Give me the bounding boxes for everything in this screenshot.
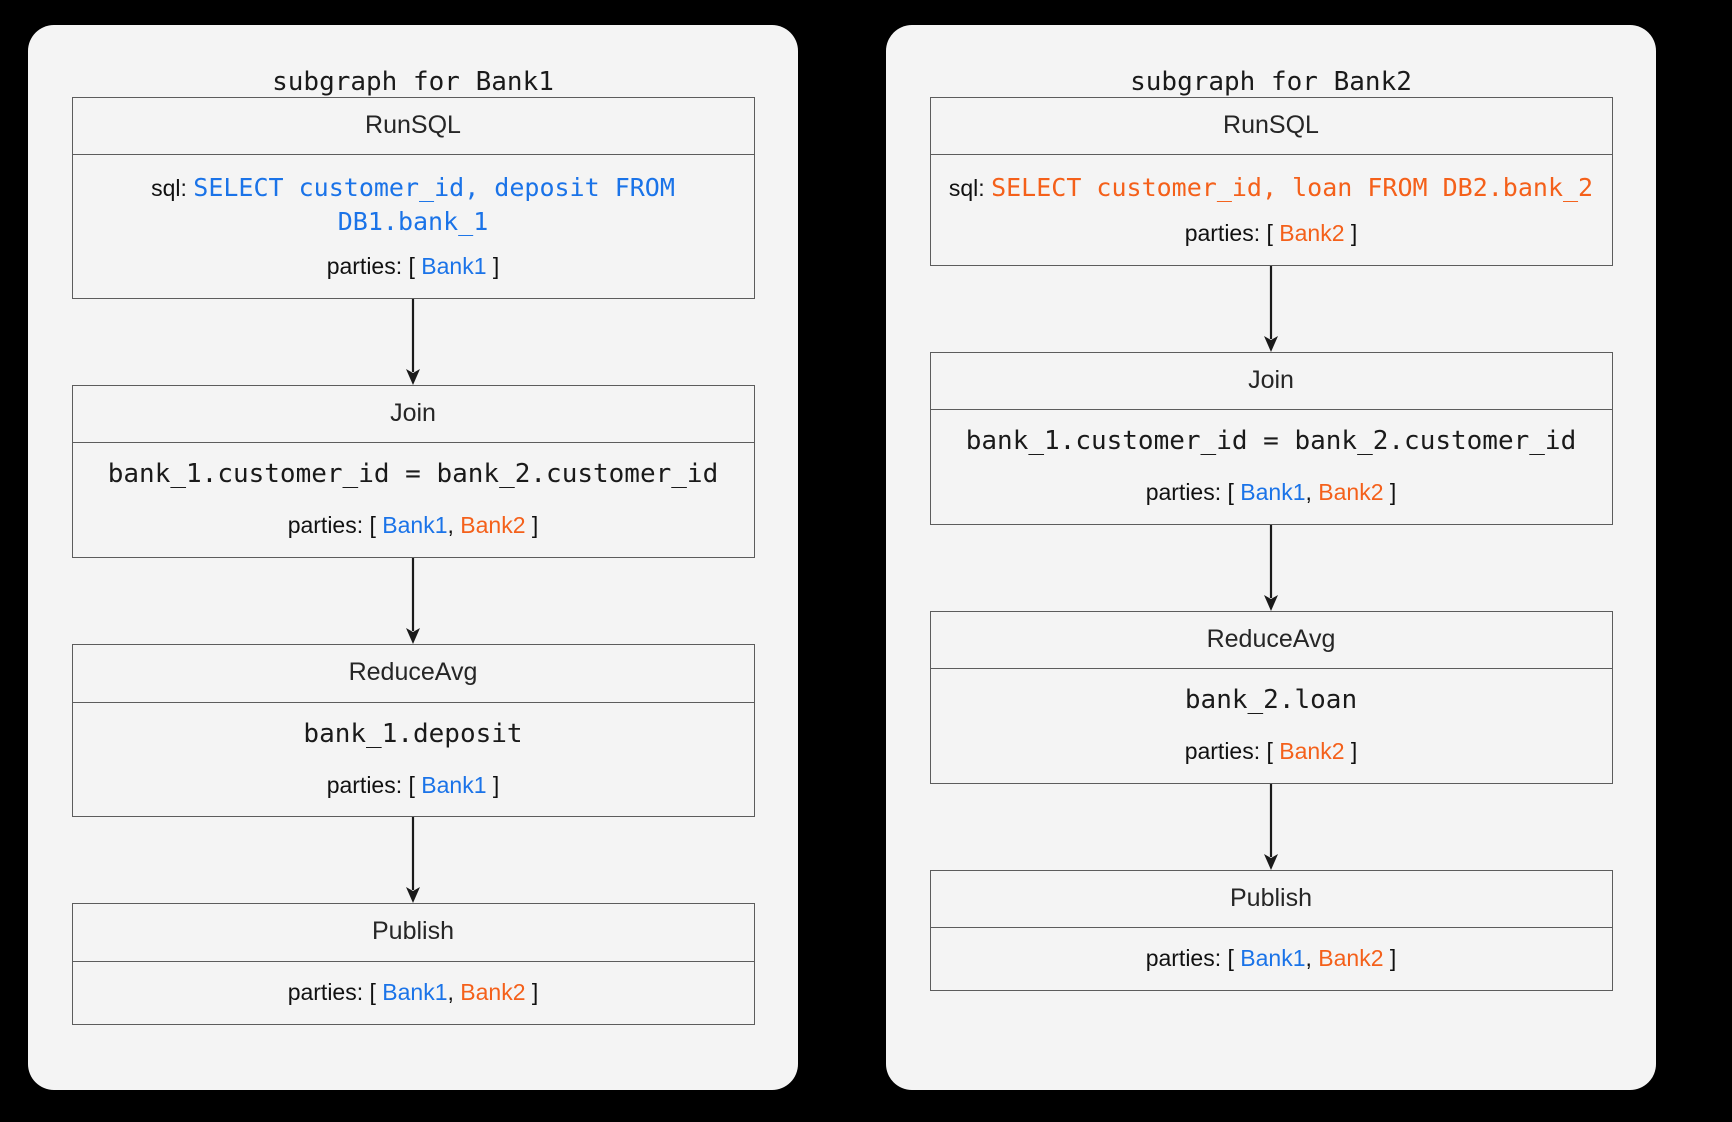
subgraph-bank1: subgraph for Bank1 RunSQL sql: SELECT cus… bbox=[28, 25, 798, 1090]
node-runsql[interactable]: RunSQL sql: SELECT customer_id, deposit F… bbox=[71, 97, 755, 300]
node-expression: bank_1.customer_id = bank_2.customer_id bbox=[965, 425, 1577, 456]
node-sql: sql: SELECT customer_id, deposit FROM DB… bbox=[87, 171, 740, 238]
node-parties: parties: [ Bank1, Bank2 ] bbox=[87, 511, 740, 541]
parties-label: parties: [ bbox=[1184, 219, 1280, 246]
arrow-down-icon bbox=[406, 817, 420, 904]
node-sql: sql: SELECT customer_id, loan FROM DB2.b… bbox=[945, 171, 1598, 205]
party-bank2: Bank2 bbox=[460, 978, 526, 1005]
sql-key: sql: bbox=[948, 175, 992, 202]
party-bank2: Bank2 bbox=[1279, 738, 1345, 765]
subgraph-bank2: subgraph for Bank2 RunSQL sql: SELECT cus… bbox=[886, 25, 1656, 1090]
parties-bracket-close: ] bbox=[1344, 738, 1358, 765]
party-separator: , bbox=[447, 512, 461, 539]
parties-label: parties: [ bbox=[326, 771, 422, 798]
sql-key: sql: bbox=[151, 175, 194, 202]
parties-bracket-close: ] bbox=[1383, 478, 1397, 505]
node-expression: bank_1.customer_id = bank_2.customer_id bbox=[107, 459, 719, 490]
party-bank2: Bank2 bbox=[1318, 478, 1384, 505]
node-flow-bank1: RunSQL sql: SELECT customer_id, deposit F… bbox=[71, 97, 755, 1025]
node-title: Join bbox=[930, 353, 1612, 410]
node-title: RunSQL bbox=[72, 98, 754, 156]
parties-bracket-close: ] bbox=[1383, 945, 1397, 972]
node-title: Publish bbox=[930, 871, 1612, 929]
arrow-down-icon bbox=[1264, 265, 1278, 352]
node-body: sql: SELECT customer_id, deposit FROM DB… bbox=[73, 155, 754, 298]
node-title: RunSQL bbox=[930, 98, 1612, 156]
node-title: Join bbox=[72, 386, 754, 444]
party-bank1: Bank1 bbox=[1240, 478, 1306, 505]
flow-arrow bbox=[930, 783, 1613, 870]
flow-arrow bbox=[72, 817, 755, 904]
party-separator: , bbox=[1305, 945, 1319, 972]
node-reduceavg[interactable]: ReduceAvg bank_1.deposit parties: [ Bank1 … bbox=[71, 644, 755, 818]
node-parties: parties: [ Bank1 ] bbox=[87, 771, 740, 801]
node-parties: parties: [ Bank2 ] bbox=[945, 219, 1598, 249]
party-bank2: Bank2 bbox=[460, 512, 526, 539]
parties-label: parties: [ bbox=[1184, 738, 1280, 765]
flow-arrow bbox=[72, 558, 755, 645]
party-bank1: Bank1 bbox=[421, 771, 487, 798]
arrow-down-icon bbox=[406, 558, 420, 645]
party-separator: , bbox=[1305, 478, 1319, 505]
node-flow-bank2: RunSQL sql: SELECT customer_id, loan FROM… bbox=[929, 97, 1613, 992]
node-body: bank_2.loan parties: [ Bank2 ] bbox=[931, 669, 1612, 783]
flow-arrow bbox=[72, 299, 755, 386]
party-bank2: Bank2 bbox=[1318, 945, 1384, 972]
parties-label: parties: [ bbox=[287, 978, 383, 1005]
parties-bracket-close: ] bbox=[1344, 219, 1358, 246]
node-parties: parties: [ Bank2 ] bbox=[945, 737, 1598, 767]
node-parties: parties: [ Bank1, Bank2 ] bbox=[945, 944, 1598, 974]
node-title: ReduceAvg bbox=[930, 612, 1612, 670]
node-body: sql: SELECT customer_id, loan FROM DB2.b… bbox=[931, 155, 1612, 264]
arrow-down-icon bbox=[406, 299, 420, 386]
node-parties: parties: [ Bank1, Bank2 ] bbox=[87, 978, 740, 1008]
parties-label: parties: [ bbox=[326, 253, 422, 280]
party-bank2: Bank2 bbox=[1279, 219, 1345, 246]
node-publish[interactable]: Publish parties: [ Bank1, Bank2 ] bbox=[71, 903, 755, 1025]
party-separator: , bbox=[447, 978, 461, 1005]
sql-value: SELECT customer_id, loan FROM DB2.bank_2 bbox=[991, 173, 1594, 203]
node-expression: bank_1.deposit bbox=[303, 718, 523, 749]
node-parties: parties: [ Bank1, Bank2 ] bbox=[945, 478, 1598, 508]
party-bank1: Bank1 bbox=[382, 512, 448, 539]
party-bank1: Bank1 bbox=[421, 253, 487, 280]
node-body: parties: [ Bank1, Bank2 ] bbox=[931, 928, 1612, 990]
flow-arrow bbox=[930, 524, 1613, 611]
flow-arrow bbox=[930, 265, 1613, 352]
node-body: bank_1.deposit parties: [ Bank1 ] bbox=[73, 703, 754, 817]
subgraph-title: subgraph for Bank1 bbox=[272, 67, 554, 97]
parties-bracket-close: ] bbox=[525, 978, 539, 1005]
arrow-down-icon bbox=[1264, 524, 1278, 611]
parties-bracket-close: ] bbox=[486, 771, 500, 798]
sql-value: SELECT customer_id, deposit FROM DB1.ban… bbox=[193, 173, 675, 236]
node-expression: bank_2.loan bbox=[1184, 685, 1358, 716]
node-parties: parties: [ Bank1 ] bbox=[87, 252, 740, 282]
parties-label: parties: [ bbox=[1145, 945, 1241, 972]
parties-label: parties: [ bbox=[287, 512, 383, 539]
node-body: parties: [ Bank1, Bank2 ] bbox=[73, 962, 754, 1024]
parties-bracket-close: ] bbox=[525, 512, 539, 539]
parties-bracket-close: ] bbox=[486, 253, 500, 280]
party-bank1: Bank1 bbox=[382, 978, 448, 1005]
parties-label: parties: [ bbox=[1145, 478, 1241, 505]
node-runsql[interactable]: RunSQL sql: SELECT customer_id, loan FROM… bbox=[929, 97, 1613, 266]
node-publish[interactable]: Publish parties: [ Bank1, Bank2 ] bbox=[929, 869, 1613, 992]
node-title: ReduceAvg bbox=[72, 645, 754, 703]
node-reduceavg[interactable]: ReduceAvg bank_2.loan parties: [ Bank2 ] bbox=[929, 610, 1613, 784]
arrow-down-icon bbox=[1264, 783, 1278, 870]
party-bank1: Bank1 bbox=[1240, 945, 1306, 972]
subgraph-title: subgraph for Bank2 bbox=[1130, 67, 1412, 97]
node-title: Publish bbox=[72, 904, 754, 962]
